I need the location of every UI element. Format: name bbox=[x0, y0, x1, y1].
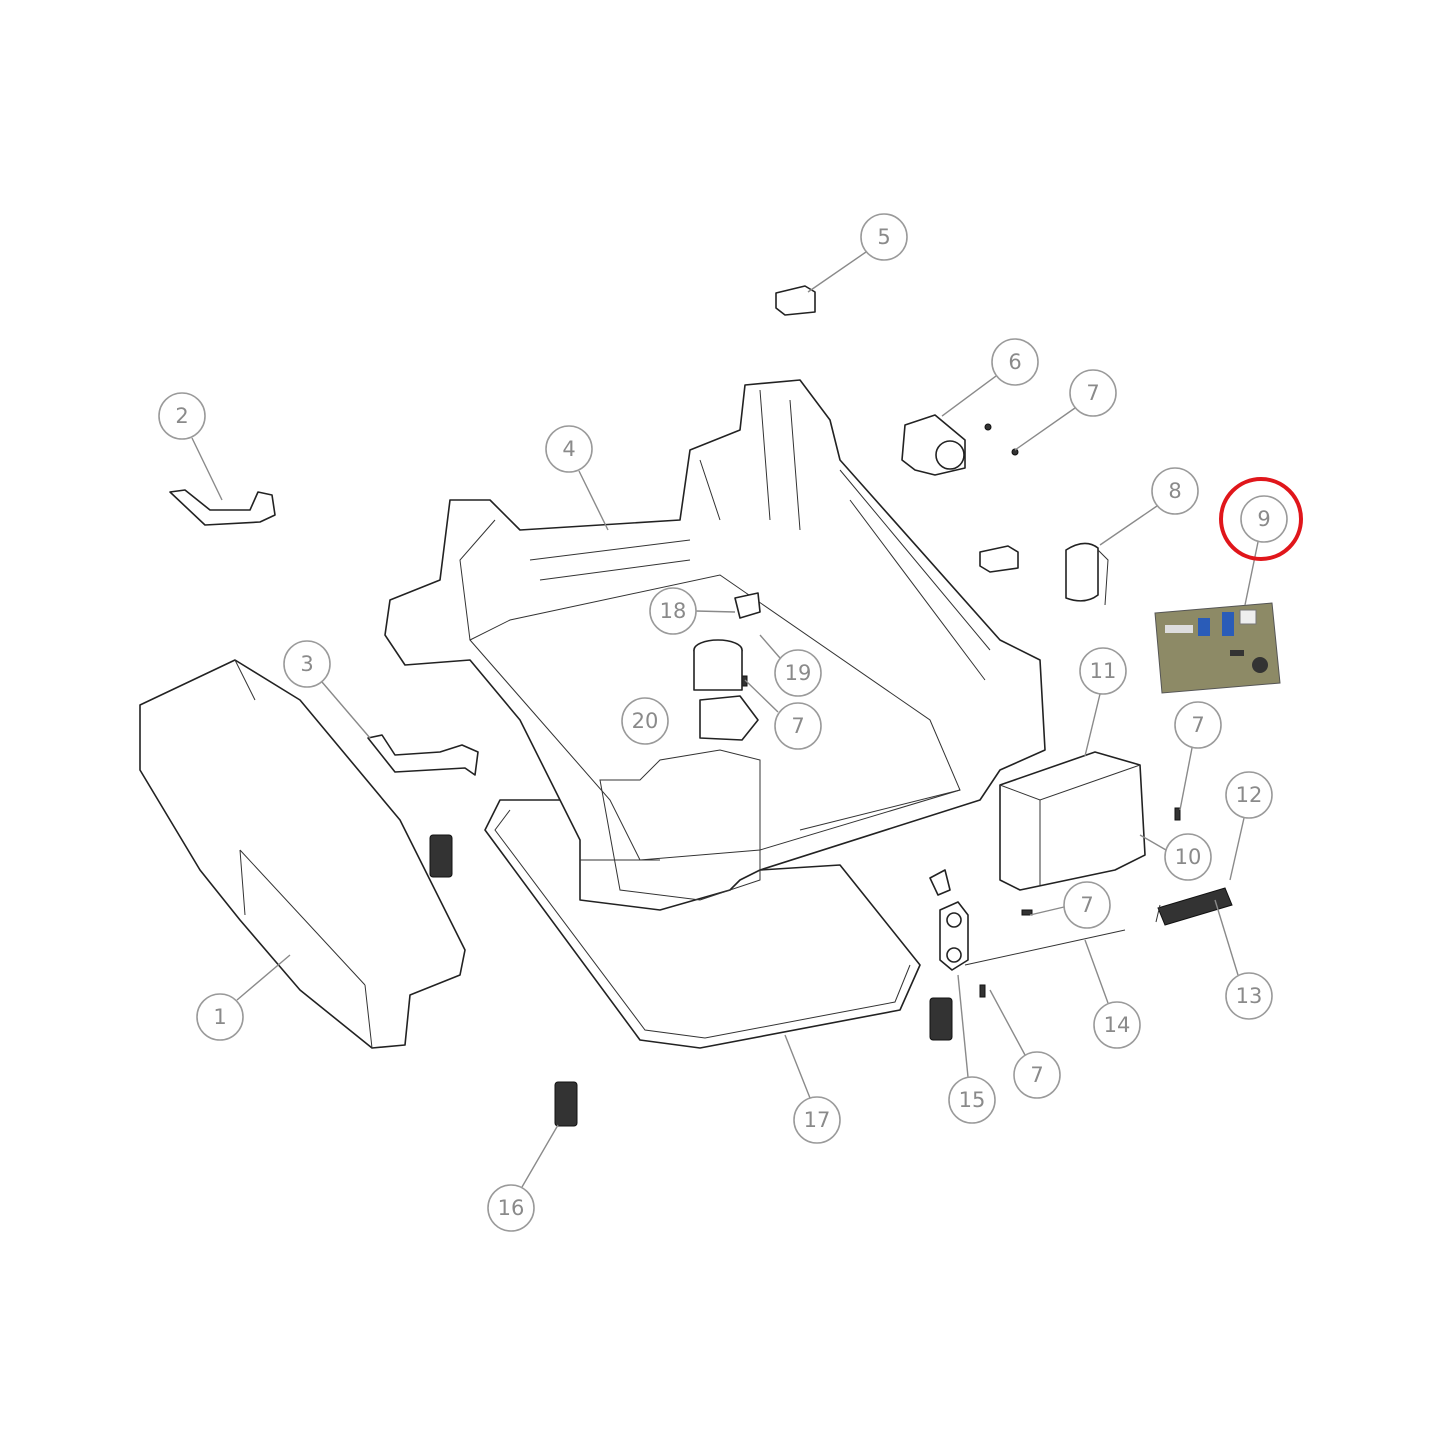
callout-20[interactable]: 20 bbox=[621, 697, 669, 745]
svg-text:2: 2 bbox=[175, 404, 188, 428]
callout-7[interactable]: 7 bbox=[1013, 1051, 1061, 1099]
callout-2[interactable]: 2 bbox=[158, 392, 206, 440]
part-6-inlet-valve bbox=[901, 414, 1019, 476]
svg-text:19: 19 bbox=[785, 661, 812, 685]
callout-7[interactable]: 7 bbox=[774, 702, 822, 750]
svg-text:7: 7 bbox=[1080, 893, 1093, 917]
svg-text:11: 11 bbox=[1090, 659, 1117, 683]
svg-text:15: 15 bbox=[959, 1088, 986, 1112]
svg-text:7: 7 bbox=[1086, 381, 1099, 405]
svg-text:10: 10 bbox=[1175, 845, 1202, 869]
leader-lines bbox=[191, 251, 1259, 1188]
callout-5[interactable]: 5 bbox=[860, 213, 908, 261]
callout-19[interactable]: 19 bbox=[774, 649, 822, 697]
callout-18[interactable]: 18 bbox=[649, 587, 697, 635]
part-15-bracket bbox=[929, 869, 969, 971]
svg-text:9: 9 bbox=[1257, 507, 1270, 531]
part-3-bracket bbox=[367, 734, 479, 776]
callout-6[interactable]: 6 bbox=[991, 338, 1039, 386]
svg-text:7: 7 bbox=[791, 714, 804, 738]
svg-text:6: 6 bbox=[1008, 350, 1021, 374]
callout-13[interactable]: 13 bbox=[1225, 972, 1273, 1020]
svg-text:7: 7 bbox=[1191, 713, 1204, 737]
part-19-sump bbox=[693, 639, 759, 741]
callout-7[interactable]: 7 bbox=[1069, 369, 1117, 417]
part-9-control-board bbox=[1154, 602, 1281, 694]
part-18-switch bbox=[734, 592, 761, 619]
svg-text:12: 12 bbox=[1236, 783, 1263, 807]
callout-7[interactable]: 7 bbox=[1063, 881, 1111, 929]
svg-text:7: 7 bbox=[1030, 1063, 1043, 1087]
svg-text:14: 14 bbox=[1104, 1013, 1131, 1037]
part-5-block bbox=[775, 285, 816, 316]
callout-14[interactable]: 14 bbox=[1093, 1001, 1141, 1049]
svg-text:16: 16 bbox=[498, 1196, 525, 1220]
svg-text:17: 17 bbox=[804, 1108, 831, 1132]
part-5b-block bbox=[979, 545, 1019, 573]
highlight-ring-9 bbox=[1219, 477, 1303, 561]
callout-1[interactable]: 1 bbox=[196, 993, 244, 1041]
callout-12[interactable]: 12 bbox=[1225, 771, 1273, 819]
callout-11[interactable]: 11 bbox=[1079, 647, 1127, 695]
part-2-bracket bbox=[169, 489, 276, 526]
svg-text:4: 4 bbox=[562, 437, 575, 461]
part-8-pressure-switch bbox=[1065, 542, 1109, 606]
callout-7[interactable]: 7 bbox=[1174, 701, 1222, 749]
svg-text:5: 5 bbox=[877, 225, 890, 249]
callout-3[interactable]: 3 bbox=[283, 640, 331, 688]
svg-text:8: 8 bbox=[1168, 479, 1181, 503]
callout-17[interactable]: 17 bbox=[793, 1096, 841, 1144]
callout-15[interactable]: 15 bbox=[948, 1076, 996, 1124]
callout-4[interactable]: 4 bbox=[545, 425, 593, 473]
part-1-kick-panel bbox=[139, 659, 466, 1049]
part-11-heater-module bbox=[999, 751, 1146, 891]
callout-10[interactable]: 10 bbox=[1164, 833, 1212, 881]
callout-9[interactable]: 9 bbox=[1240, 495, 1288, 543]
svg-text:3: 3 bbox=[300, 652, 313, 676]
callout-8[interactable]: 8 bbox=[1151, 467, 1199, 515]
part-16-feet bbox=[429, 834, 953, 1127]
part-14-wire bbox=[964, 929, 1126, 966]
svg-text:20: 20 bbox=[632, 709, 659, 733]
callout-16[interactable]: 16 bbox=[487, 1184, 535, 1232]
part-13-heater bbox=[1155, 887, 1233, 926]
svg-text:18: 18 bbox=[660, 599, 687, 623]
svg-text:1: 1 bbox=[213, 1005, 226, 1029]
svg-text:13: 13 bbox=[1236, 984, 1263, 1008]
